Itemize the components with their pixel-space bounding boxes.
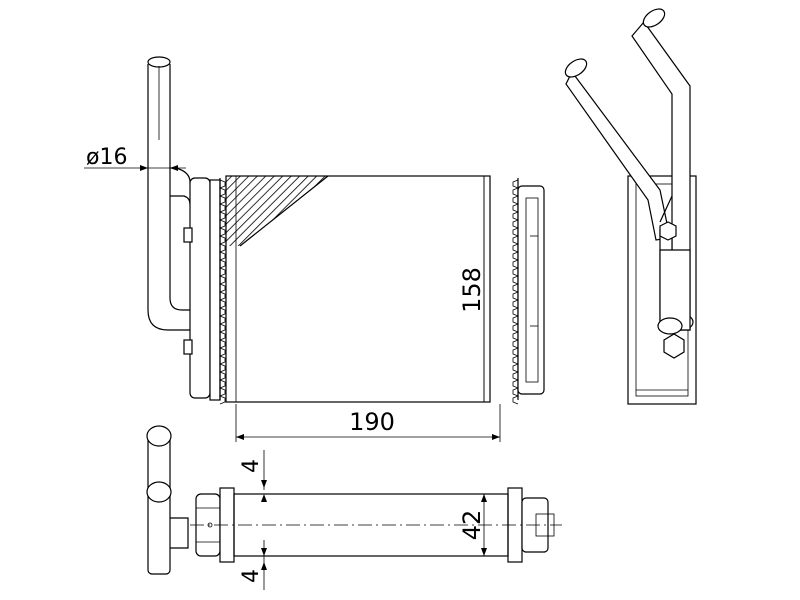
dimension-pipe-diameter: ø16 [84,145,186,171]
front-view-core [225,175,491,403]
side-view-short-pipe [564,58,673,241]
width-label: 190 [349,408,395,436]
side-view [564,8,697,405]
front-view-crimp-left [218,178,226,405]
fin-hatching [226,176,328,246]
crimp-tooth-edge [512,179,520,405]
front-view-pipe [147,56,198,331]
depth-label: 42 [458,510,486,541]
front-view-crimp-right [512,178,520,405]
side-view-nut-top [659,221,677,241]
front-view: ø16 158 190 [84,56,545,442]
tank-top-label: 4 [239,459,264,473]
dimension-depth: 42 [458,494,487,556]
top-view: 4 4 42 [146,425,562,590]
top-view-pipe [146,425,189,575]
front-view-right-tank [517,185,545,395]
dimension-height: 158 [458,176,486,402]
tank-bottom-label: 4 [239,569,264,583]
dimension-tank-top: 4 [239,450,267,502]
dimension-tank-bottom: 4 [239,540,267,590]
dimension-width: 190 [235,404,501,442]
front-view-left-tank [183,177,221,401]
pipe-diameter-label: ø16 [86,145,127,170]
height-label: 158 [458,267,486,313]
side-view-nut-bottom [663,333,685,359]
crimp-tooth-edge [218,179,226,405]
